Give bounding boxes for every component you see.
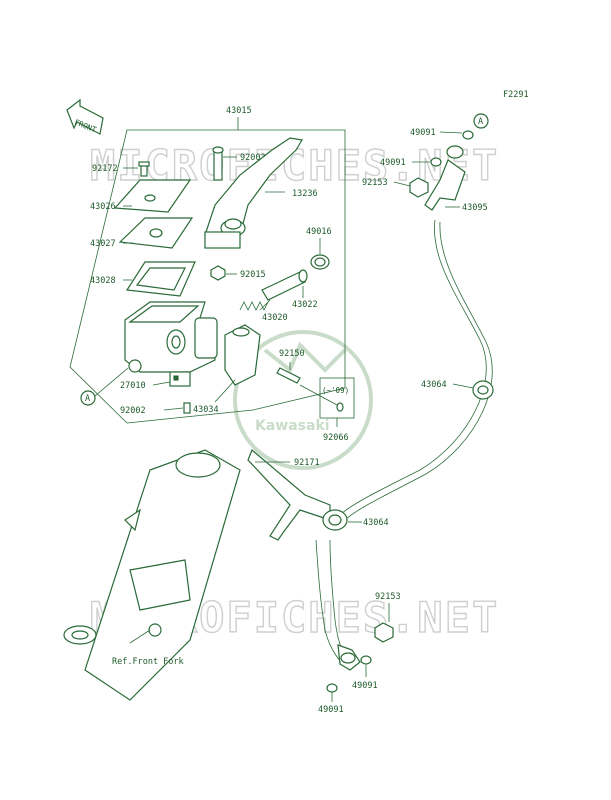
bolt-92002A — [212, 146, 224, 181]
clip-92066 — [336, 402, 344, 412]
banjo-fitting-bottom — [337, 644, 361, 671]
label-43022: 43022 — [292, 300, 318, 310]
label-49091-d: 49091 — [318, 705, 344, 715]
label-43064-lower: 43064 — [363, 518, 389, 528]
label-92066: 92066 — [323, 433, 349, 443]
screw-92172 — [138, 161, 150, 177]
label-92002: 92002 — [120, 406, 146, 416]
piston-43022 — [261, 269, 308, 301]
label-49091-b: 49091 — [380, 158, 406, 168]
label-43027: 43027 — [90, 239, 116, 249]
callout-a-right-label: A — [478, 117, 483, 127]
label-13236: 13236 — [292, 189, 318, 199]
label-92150: 92150 — [279, 349, 305, 359]
assembly-outline — [69, 129, 346, 424]
label-92172: 92172 — [92, 164, 118, 174]
label-27010: 27010 — [120, 381, 146, 391]
boot-49016 — [310, 254, 330, 270]
label-43026: 43026 — [90, 202, 116, 212]
washer-49091-d — [326, 683, 338, 693]
label-43064-upper: 43064 — [421, 380, 447, 390]
callout-a-right — [473, 113, 489, 129]
label-49091-c: 49091 — [352, 681, 378, 691]
label-92171: 92171 — [294, 458, 320, 468]
bolt-92153-b — [374, 622, 394, 643]
spring-43020 — [239, 301, 269, 311]
label-43015: 43015 — [226, 106, 252, 116]
washer-49091-a — [462, 130, 474, 140]
label-43034: 43034 — [193, 405, 219, 415]
label-43028: 43028 — [90, 276, 116, 286]
label-92002A: 92002A — [240, 153, 271, 163]
label-92015: 92015 — [240, 270, 266, 280]
clamp-43034 — [224, 324, 261, 386]
master-cylinder-body — [124, 301, 218, 373]
label-49016: 49016 — [306, 227, 332, 237]
label-49091-a: 49091 — [410, 128, 436, 138]
model-note: (~'09) — [322, 386, 349, 395]
switch-27010 — [169, 371, 191, 387]
nut-92015 — [210, 265, 226, 281]
grommet-43064-upper — [472, 380, 494, 400]
figure-code: F2291 — [503, 90, 529, 100]
lever-13236 — [204, 137, 303, 249]
washer-49091-b — [430, 157, 442, 167]
label-92153-b: 92153 — [375, 592, 401, 602]
model-note-box — [319, 377, 355, 419]
logo-text: Kawasaki — [255, 418, 330, 434]
callout-a-left-label: A — [85, 394, 90, 404]
label-43095: 43095 — [462, 203, 488, 213]
screw-92002 — [183, 402, 191, 414]
grommet-43064-lower — [322, 509, 348, 531]
label-43020: 43020 — [262, 313, 288, 323]
front-fork-ref — [63, 449, 241, 701]
callout-a-left — [80, 390, 96, 406]
banjo-fitting-top — [409, 145, 466, 211]
ref-front-fork-label: Ref.Front Fork — [112, 657, 184, 667]
washer-49091-c — [360, 655, 372, 665]
screw-92150 — [276, 367, 301, 384]
label-92153-a: 92153 — [362, 178, 388, 188]
bracket-92171 — [247, 449, 331, 541]
kawasaki-logo: Kawasaki — [233, 330, 373, 470]
front-arrow-icon: FRONT — [66, 98, 104, 135]
